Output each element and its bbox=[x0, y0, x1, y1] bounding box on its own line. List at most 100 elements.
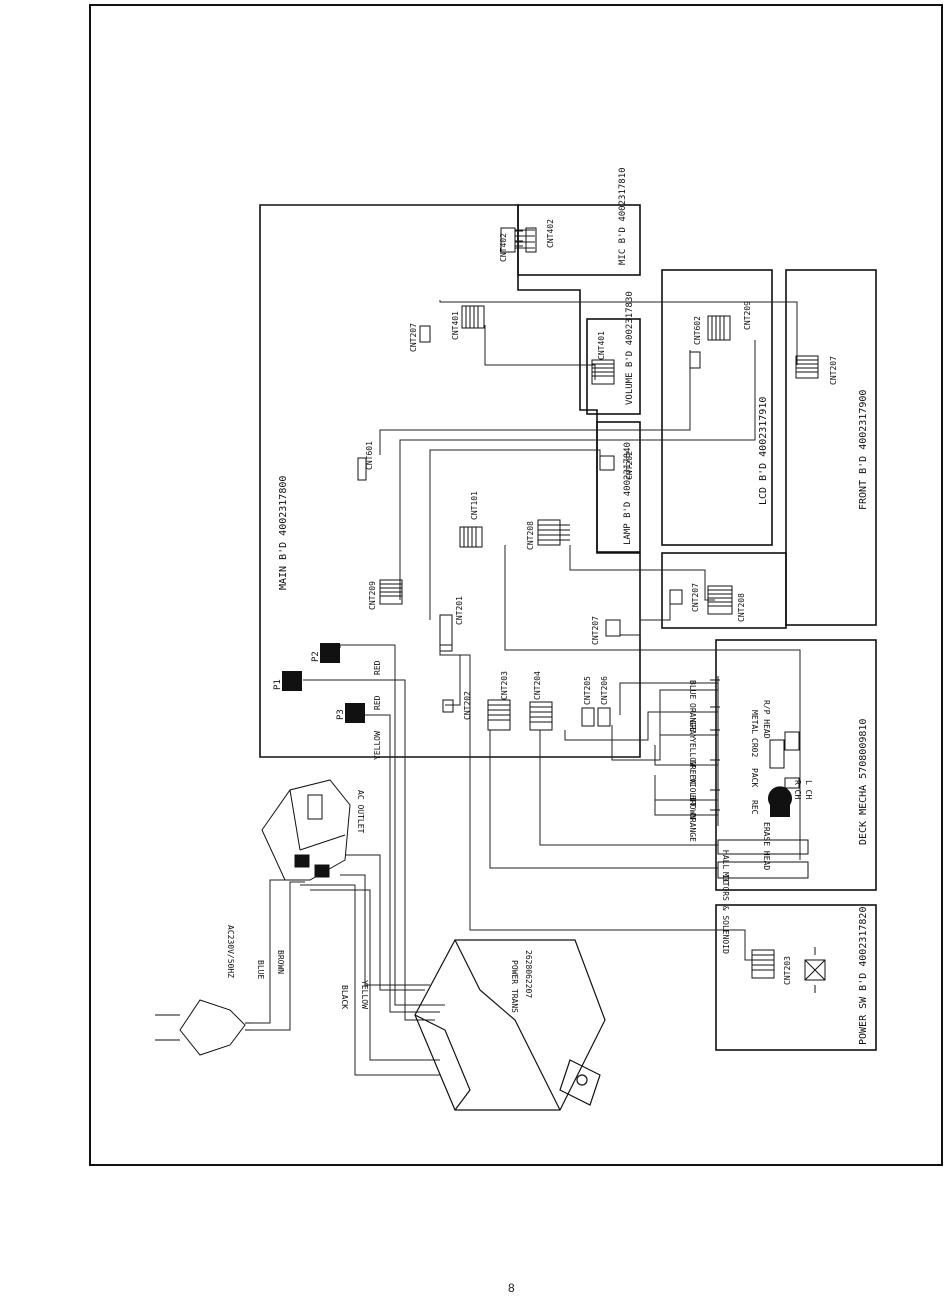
connector-cnt208-main bbox=[537, 519, 570, 546]
connector-cnt203-psw bbox=[751, 949, 775, 979]
label-motors: MOTORS & SOLENOID bbox=[721, 872, 730, 954]
label-cnt207-lcd: CNT207 bbox=[691, 583, 700, 612]
wire-p3 bbox=[365, 714, 440, 1013]
lamp-board-outline bbox=[596, 421, 641, 553]
label-cnt401-main: CNT401 bbox=[451, 311, 460, 340]
wire-mains-blue bbox=[250, 879, 300, 1024]
label-cnt209-main: CNT209 bbox=[368, 581, 377, 610]
deck-wire-label: VIOLET bbox=[688, 778, 697, 807]
label-yellow-tr: YELLOW bbox=[360, 980, 369, 1009]
wire-p1 bbox=[303, 679, 435, 1021]
label-cnt209-lcd: CNT209 bbox=[743, 301, 752, 330]
connector-cnt206 bbox=[597, 707, 611, 727]
connector-labels: CNT402 CNT402 CNT401 CNT401 CNT207 CNT60… bbox=[365, 219, 838, 985]
wire-deck-b4 bbox=[654, 745, 718, 766]
label-pack: PACK bbox=[750, 768, 759, 787]
label-cnt207-right: CNT207 bbox=[591, 616, 600, 645]
lcd-board-label: LCD B'D 4002317910 bbox=[758, 397, 769, 505]
main-board-label: MAIN B'D 4002317800 bbox=[278, 476, 289, 590]
wire-p2 bbox=[339, 644, 445, 1006]
connector-cnt209-main bbox=[379, 579, 403, 605]
ac-outlet-drawing bbox=[261, 779, 351, 881]
deck-wire-label: GREEN bbox=[688, 760, 697, 784]
label-cnt202-main: CNT202 bbox=[463, 691, 472, 720]
label-p3: P3 bbox=[336, 709, 346, 720]
label-cr02: CR02 bbox=[750, 738, 759, 757]
deck-internals: BLUEORANGEGRAYYELLOWGREENVIOLETBROWNORAN… bbox=[688, 676, 813, 954]
power-sw-board-outline bbox=[715, 904, 877, 1051]
power-sw-board-label: POWER SW B'D 4002317820 bbox=[858, 907, 869, 1045]
wire-cnt601 bbox=[379, 350, 691, 455]
connector-cnt202-main bbox=[442, 699, 454, 713]
connector-cnt202-lamp bbox=[599, 455, 615, 471]
label-cnt207-main: CNT207 bbox=[409, 323, 418, 352]
wire-mains-brown bbox=[250, 881, 305, 1031]
power-transformer-drawing bbox=[414, 939, 606, 1111]
label-cnt208-main: CNT208 bbox=[526, 521, 535, 550]
label-mains-rating: AC230V/50HZ bbox=[226, 925, 235, 978]
mains-plug-drawing bbox=[155, 999, 252, 1056]
label-blue-mains: BLUE bbox=[256, 960, 265, 979]
wire-cnt202 bbox=[440, 654, 461, 706]
label-ac-outlet: AC OUTLET bbox=[356, 790, 365, 834]
terminals: P1 P2 P3 RED RED YELLOW bbox=[273, 643, 382, 760]
wire-black bbox=[300, 884, 440, 1076]
label-cnt202-lamp: CNT202 bbox=[625, 451, 634, 480]
deck-board-label: DECK MECHA 5708009810 bbox=[858, 719, 869, 845]
label-cnt204: CNT204 bbox=[533, 671, 542, 700]
wire-deck-b2 bbox=[654, 775, 718, 801]
wire-cnt207-right bbox=[620, 598, 671, 636]
label-cnt402-mic: CNT402 bbox=[546, 219, 555, 248]
label-cnt401-vol: CNT401 bbox=[597, 331, 606, 360]
deck-wire-label: GRAY bbox=[688, 720, 697, 739]
label-rp-head: R/P HEAD bbox=[762, 700, 771, 739]
wire-cnt206 bbox=[619, 682, 718, 715]
label-cnt203: CNT203 bbox=[500, 671, 509, 700]
wire-cnt601b bbox=[399, 340, 756, 600]
label-cnt206: CNT206 bbox=[600, 676, 609, 705]
label-p2: P2 bbox=[311, 651, 321, 662]
connector-cnt401-vol bbox=[591, 359, 615, 385]
connector-cnt207-main bbox=[419, 325, 431, 343]
front-board-outline bbox=[785, 269, 877, 626]
connector-cnt205 bbox=[581, 707, 595, 727]
deck-board-outline bbox=[715, 639, 877, 891]
connector-cnt101 bbox=[459, 526, 483, 548]
label-yellow-p3: YELLOW bbox=[373, 731, 382, 760]
label-r-ch: R CH bbox=[793, 780, 802, 799]
connector-cnt401-main bbox=[461, 305, 485, 329]
main-board-outline bbox=[259, 204, 641, 758]
wire-cnt204 bbox=[539, 730, 718, 846]
label-red2: RED bbox=[373, 695, 382, 710]
connector-cnt207-lcd bbox=[669, 589, 683, 605]
erase-head-icon bbox=[768, 786, 792, 817]
deck-wire-label: ORANGE bbox=[688, 813, 697, 842]
connector-cnt208-lcd bbox=[707, 585, 733, 615]
label-p1: P1 bbox=[273, 679, 283, 690]
deck-wire-label: BLUE bbox=[688, 680, 697, 699]
label-cnt203-psw: CNT203 bbox=[783, 956, 792, 985]
deck-wire-label: YELLOW bbox=[688, 738, 697, 767]
label-cnt205: CNT205 bbox=[583, 676, 592, 705]
label-l-ch: L CH bbox=[804, 780, 813, 799]
wire-ac-outlet2 bbox=[340, 874, 430, 986]
wire-cnt203 bbox=[489, 730, 718, 869]
terminal-p1 bbox=[282, 671, 302, 691]
lcd-board-lower-outline bbox=[661, 552, 787, 629]
label-metal: METAL bbox=[750, 710, 759, 734]
wire-yellow bbox=[310, 889, 440, 1061]
front-board-label: FRONT B'D 4002317900 bbox=[858, 390, 869, 510]
wire-ac-outlet bbox=[345, 854, 425, 991]
label-transformer-part: 2628062207 bbox=[524, 950, 533, 998]
connector-cnt204 bbox=[529, 701, 553, 731]
connector-cnt601 bbox=[357, 457, 367, 481]
mic-board-outline bbox=[517, 204, 641, 276]
label-cnt201: CNT201 bbox=[455, 596, 464, 625]
connector-cnt203 bbox=[487, 699, 511, 731]
label-hall-ic: HALL IC bbox=[721, 850, 730, 884]
wire-cnt401 bbox=[484, 325, 596, 380]
connector-cnt402-mic bbox=[525, 227, 537, 253]
wire-cnt201 bbox=[504, 545, 801, 860]
wire-cnt402 bbox=[515, 229, 535, 249]
